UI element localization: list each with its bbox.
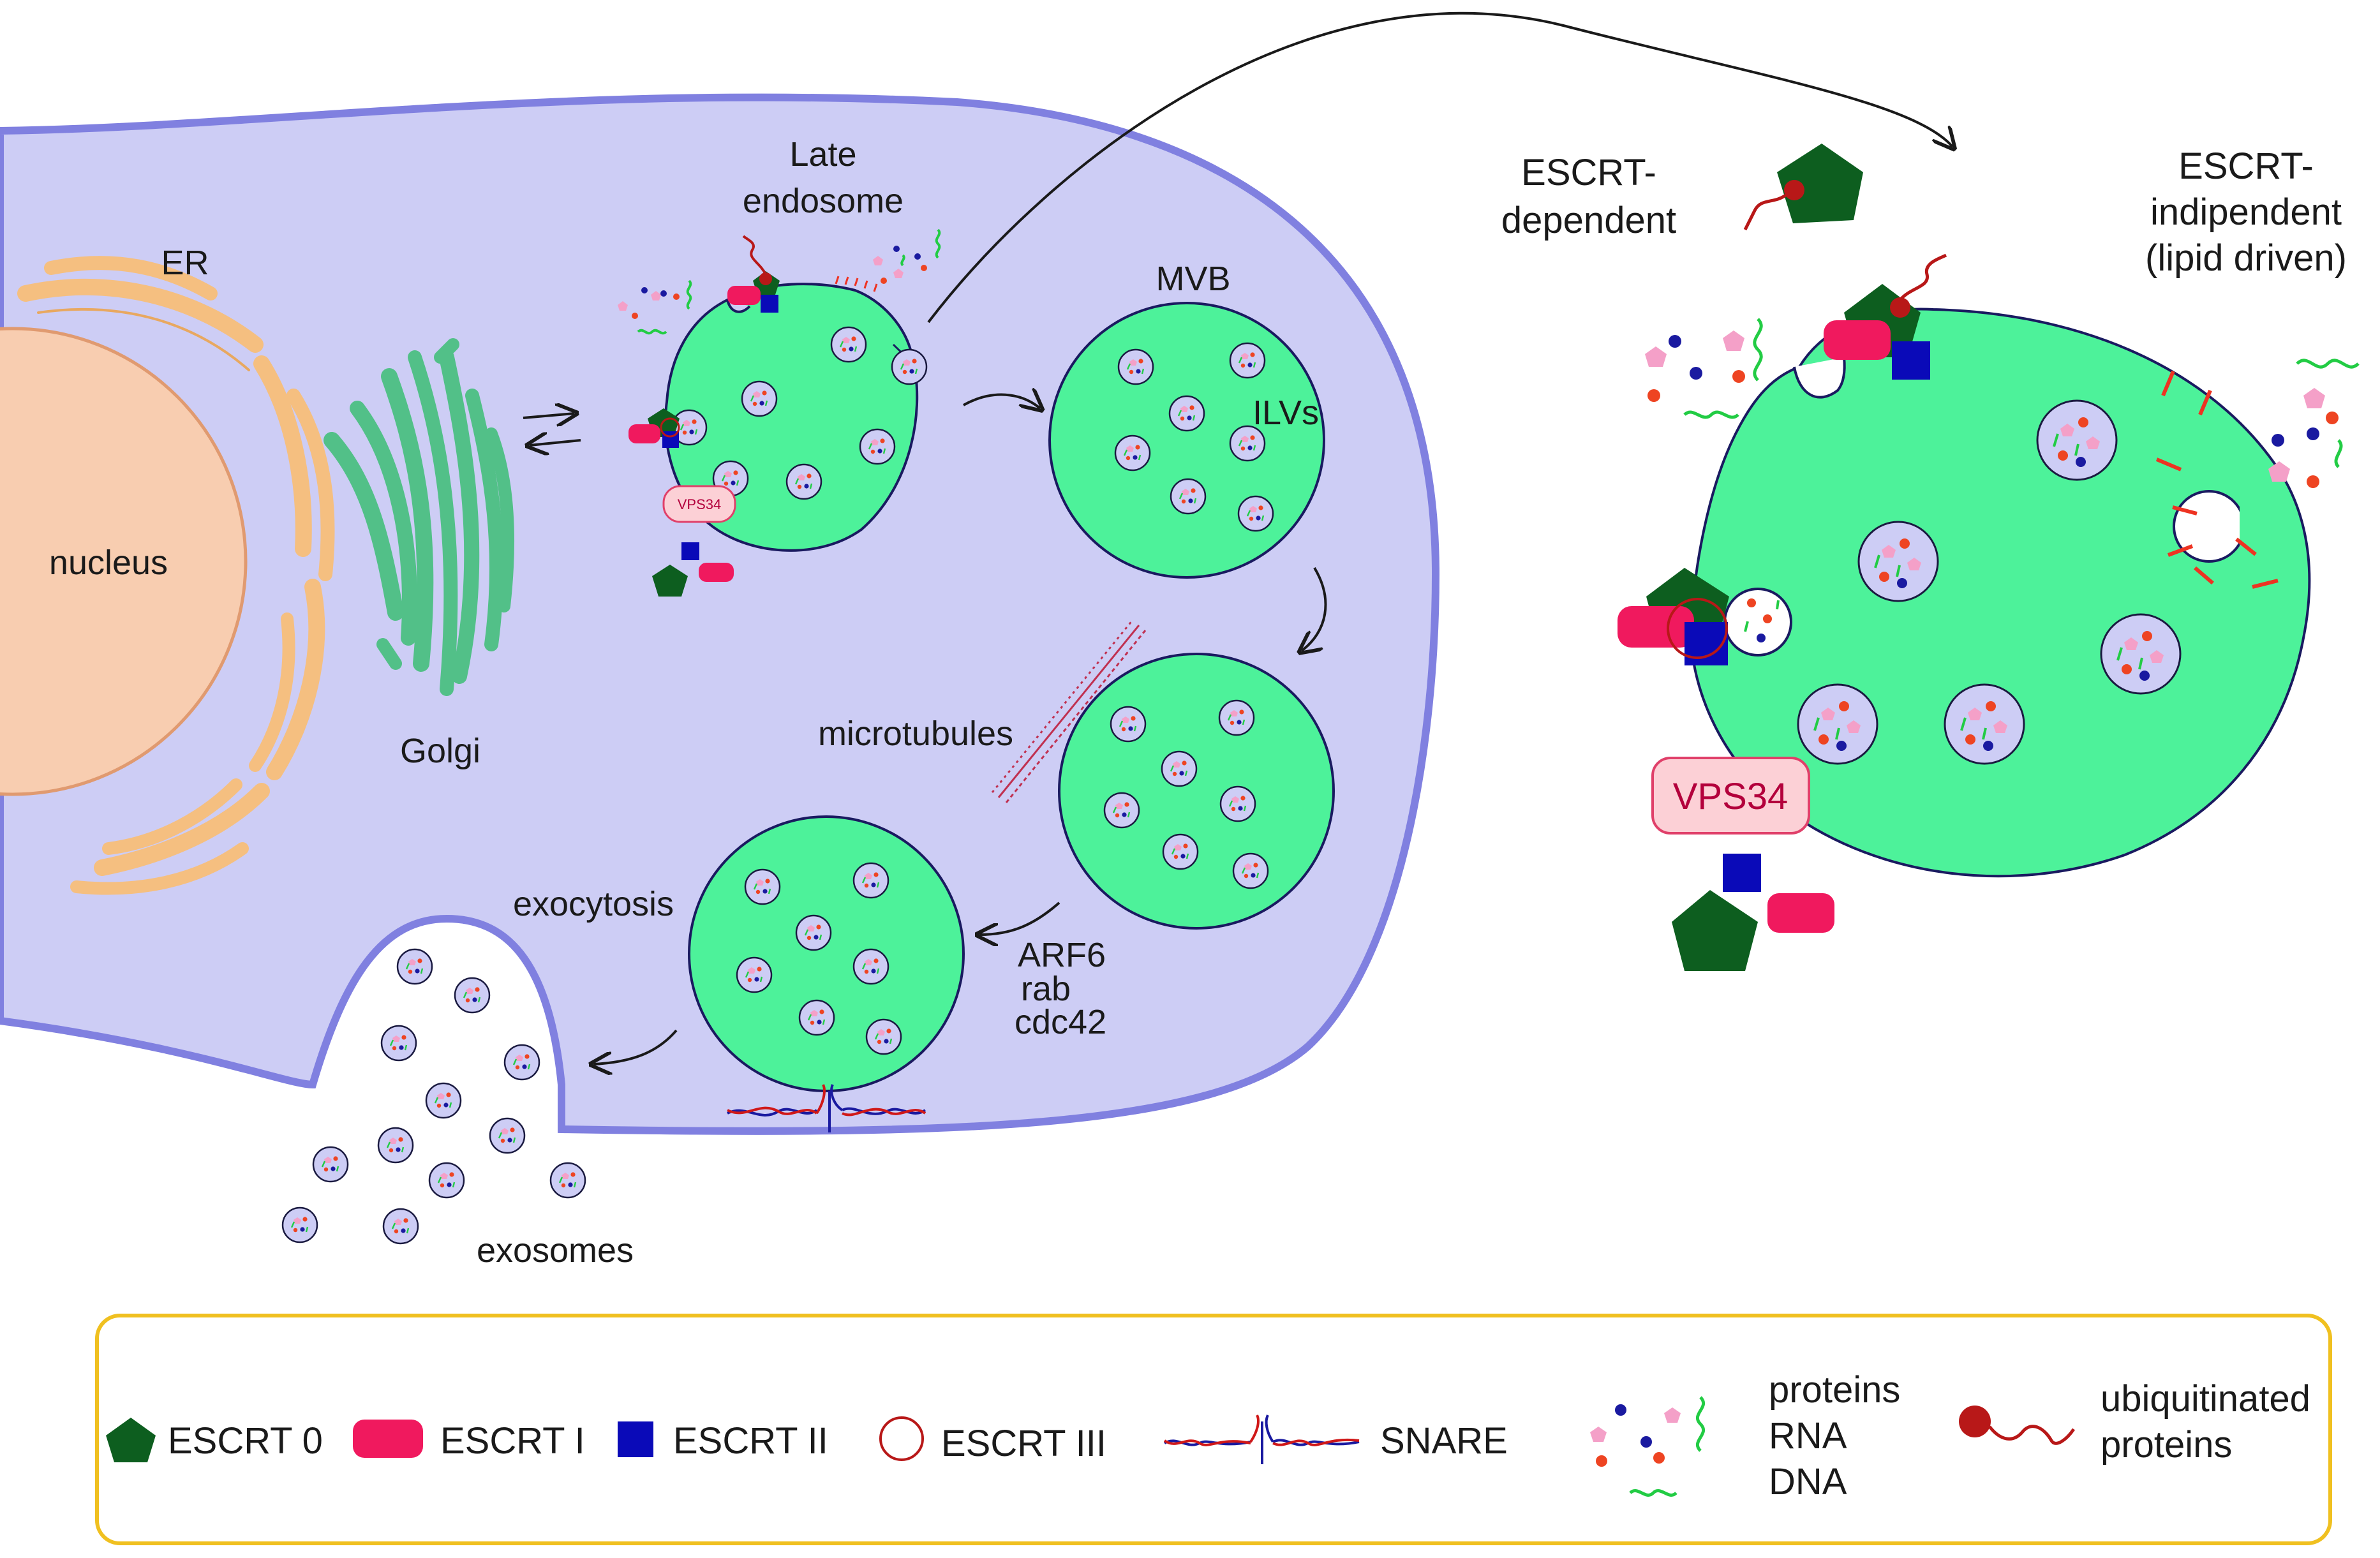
legend-ubiquitin-icon [1959,1406,2076,1445]
label-cdc42: cdc42 [1015,1003,1106,1041]
label-exosomes: exosomes [477,1231,634,1270]
escrt-small-cluster [652,542,734,597]
vps34-big: VPS34 [1651,757,1810,835]
arrow-endosome-to-mvb [963,395,1040,408]
nucleus [0,327,248,796]
arrow-mvb1-to-mvb2 [1302,567,1327,651]
snare-docking [727,1084,926,1132]
svg-text:ESCRT III: ESCRT III [941,1423,1106,1464]
label-escrt-dependent-1: ESCRT- [1521,152,1656,193]
label-escrt-independent-2: indipendent [2150,191,2342,233]
label-microtubules: microtubules [818,715,1013,753]
label-nucleus: nucleus [49,544,168,582]
label-escrt-dependent-2: dependent [1501,200,1676,241]
svg-text:SNARE: SNARE [1380,1420,1508,1462]
arrow-mvb2-to-mvb3 [979,901,1060,935]
legend-snare: SNARE [1163,1414,1508,1464]
legend-escrt3: ESCRT III [879,1416,1106,1464]
label-rab: rab [1021,970,1071,1008]
label-endosome: endosome [743,182,904,220]
lipid-marks [2155,370,2279,589]
exchange-arrow-left [530,440,581,445]
label-exocytosis: exocytosis [513,885,674,923]
mvb-2 [1058,653,1335,930]
svg-text:DNA: DNA [1769,1461,1847,1502]
label-arf6: ARF6 [1018,936,1106,974]
golgi-apparatus [324,338,514,696]
legend-snare-icon [1163,1414,1360,1464]
label-ilvs: ILVs [1253,394,1319,432]
label-escrt-independent-3: (lipid driven) [2145,237,2347,279]
legend-escrt1: ESCRT I [353,1420,585,1462]
mvb-1 [1048,302,1325,579]
zoom-escrt-top [1824,253,1947,380]
legend-ubiquitin: ubiquitinated proteins [1959,1378,2310,1465]
legend-square-icon [618,1421,653,1457]
vps34-small: VPS34 [662,485,736,523]
mvb-3 [688,815,965,1092]
label-golgi: Golgi [400,732,480,770]
exchange-arrow-right [523,413,574,418]
legend-pentagon-icon [106,1418,156,1462]
label-escrt-independent-1: ESCRT- [2178,145,2314,187]
cell-body [0,93,1440,1135]
legend-ring-icon [879,1416,924,1461]
endoplasmic-reticulum [17,256,335,895]
zoom-cargo-left [1645,318,1763,419]
svg-text:ESCRT I: ESCRT I [440,1420,585,1462]
cargo-cluster-left [618,279,692,335]
zoom-escrt-left [1618,568,1729,665]
zoom-endosome [1689,308,2311,878]
svg-text:VPS34: VPS34 [1673,776,1789,817]
arrow-exocytosis [593,1029,678,1064]
zoom-escrt-free-cluster [1672,854,1834,971]
label-mvb: MVB [1156,260,1230,298]
legend-cargo: proteins RNA DNA [1590,1369,1900,1502]
late-endosome-escrt-top [727,235,780,313]
svg-text:ESCRT II: ESCRT II [673,1420,828,1462]
zoom-escrt0-free [1743,144,1863,231]
svg-text:VPS34: VPS34 [678,496,722,512]
svg-text:proteins: proteins [2101,1424,2232,1465]
legend-escrt2: ESCRT II [618,1420,828,1462]
svg-text:proteins: proteins [1769,1369,1900,1411]
label-er: ER [161,244,209,282]
legend-rounded-rect-icon [353,1420,423,1458]
legend-box [95,1314,2332,1545]
legend-cargo-icon [1590,1396,1706,1497]
arrow-to-zoom [927,11,1952,323]
svg-text:RNA: RNA [1769,1415,1847,1457]
label-late: Late [789,135,856,174]
legend-escrt0: ESCRT 0 [106,1418,323,1462]
svg-text:ESCRT 0: ESCRT 0 [168,1420,323,1462]
microtubules [991,619,1147,803]
late-endosome-escrt-left [628,408,680,448]
svg-text:ubiquitinated: ubiquitinated [2101,1378,2310,1420]
zoom-cargo-right [2268,359,2360,488]
cargo-cluster-right [873,228,941,284]
